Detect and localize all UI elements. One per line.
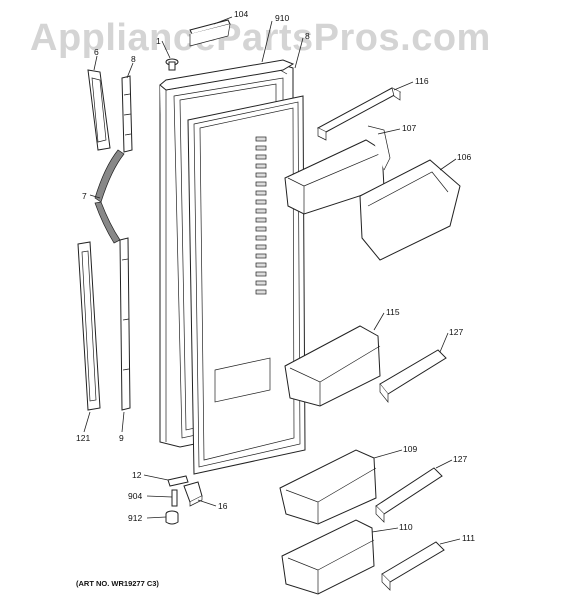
- callout-127-upper: 127: [449, 327, 463, 337]
- callout-16: 16: [218, 501, 228, 511]
- door-top-cap: [159, 59, 295, 91]
- part-107-upper-bin: [284, 125, 391, 215]
- part-121-lower-trim: [77, 241, 101, 411]
- leader-lines: [83, 16, 461, 545]
- callout-106: 106: [457, 152, 471, 162]
- part-6-handle-trim: [87, 69, 111, 151]
- callout-116: 116: [415, 76, 429, 86]
- watermark-text: AppliancePartsPros.com: [30, 17, 491, 59]
- callout-6: 6: [94, 47, 99, 57]
- callout-111: 111: [462, 533, 475, 543]
- art-number: (ART NO. WR19277 C3): [76, 579, 159, 588]
- callout-109: 109: [403, 444, 417, 454]
- part-127-trim-upper: [379, 349, 447, 403]
- part-116-shelf-rail: [316, 87, 402, 141]
- callout-labels: 104 910 1 8 6 8 116 107 106 7 115 127 12…: [76, 9, 475, 543]
- callout-904: 904: [128, 491, 142, 501]
- part-1-screw: [165, 58, 179, 71]
- part-7-handle-spring: [94, 149, 125, 244]
- door-gasket: [187, 95, 306, 475]
- part-8-upper-rail: [121, 75, 133, 153]
- callout-110: 110: [399, 522, 413, 532]
- callout-9: 9: [119, 433, 124, 443]
- part-104-bracket: [189, 19, 231, 47]
- part-12-bracket: [167, 475, 189, 487]
- part-111-trim-bottom: [381, 541, 445, 591]
- callout-107: 107: [402, 123, 416, 133]
- part-109-lower-bin: [279, 449, 377, 525]
- callout-115: 115: [386, 307, 400, 317]
- callout-121: 121: [76, 433, 90, 443]
- part-127-trim-lower: [375, 467, 443, 523]
- callout-12: 12: [132, 470, 142, 480]
- callout-7: 7: [82, 191, 87, 201]
- part-904-pin: [171, 489, 178, 507]
- callout-8-door: 8: [305, 31, 310, 41]
- part-106-cover: [359, 159, 461, 261]
- part-110-bottom-bin: [281, 519, 375, 595]
- liner-shelf-bumps: [214, 136, 271, 403]
- part-9-lower-rail: [119, 237, 131, 411]
- callout-912: 912: [128, 513, 142, 523]
- callout-8-rail: 8: [131, 54, 136, 64]
- part-912-bushing: [165, 510, 179, 525]
- part-115-mid-bin: [284, 325, 381, 407]
- part-16-hinge: [183, 481, 203, 507]
- callout-910: 910: [275, 13, 289, 23]
- callout-104: 104: [234, 9, 248, 19]
- callout-1: 1: [156, 36, 161, 46]
- callout-127-lower: 127: [453, 454, 467, 464]
